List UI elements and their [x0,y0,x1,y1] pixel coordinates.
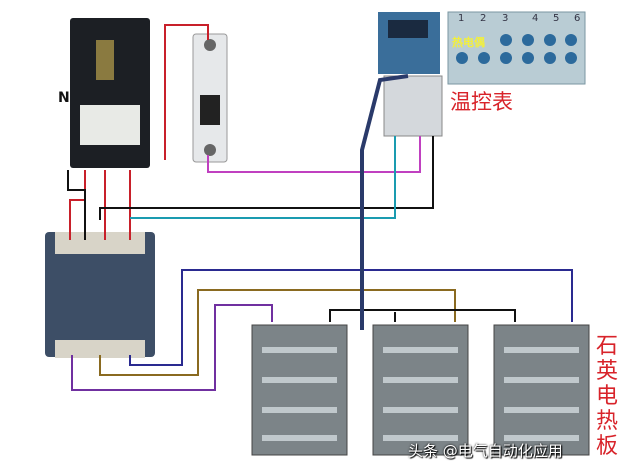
contactor [45,232,155,358]
terminal-diagram [447,11,586,85]
terminal-number: 2 [480,13,487,24]
main-breaker [70,18,150,168]
temperature-controller-label: 温控表 [450,90,513,114]
quartz-heaters [251,324,590,456]
thermocouple-label: 热电偶 [452,36,485,49]
neutral-label: N [58,90,70,106]
watermark: 头条 @电气自动化应用 [408,442,563,460]
wires [67,24,573,391]
terminal-number: 6 [574,13,581,24]
miniature-breaker [192,33,228,163]
temperature-controller [378,12,443,137]
terminal-number: 4 [532,13,539,24]
terminal-number: 3 [502,13,509,24]
terminal-number: 1 [458,13,465,24]
quartz-heater-label: 石英电热板 [596,334,619,459]
terminal-number: 5 [553,13,560,24]
